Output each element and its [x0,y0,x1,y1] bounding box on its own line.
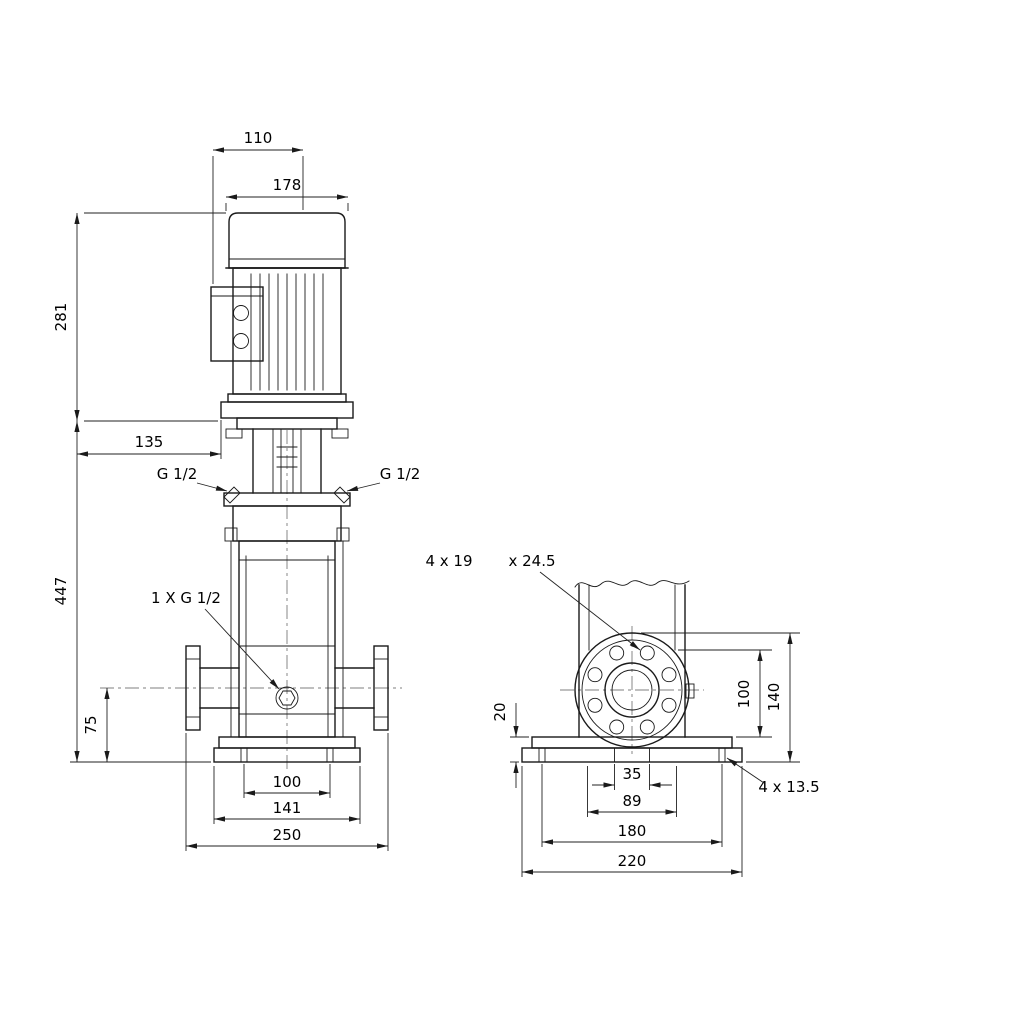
dim-label-180: 180 [618,822,647,840]
side-view-dimensions: 4 x 19 x 24.5 20 100 140 [425,552,820,877]
dim-220: 220 [521,766,743,877]
dim-label-140: 140 [765,683,783,712]
suction-flange-left [185,645,240,731]
dim-label-89: 89 [622,792,641,810]
leader-line [204,608,280,690]
dim-141: 141 [213,766,361,824]
cooling-fins [250,273,324,391]
front-view-dimensions: 110 178 281 447 135 G 1/2 [52,129,420,851]
cable-gland-hole [233,305,249,321]
dim-140: 140 [641,632,800,763]
motor-flange [220,401,354,439]
motor [225,212,349,403]
base-holes-label: 4 x 13.5 [758,778,819,796]
motor-rim [227,393,347,403]
coupling-guard [252,428,322,494]
plug-label-right: G 1/2 [380,465,421,483]
base-plate-front [213,736,361,763]
terminal-box [210,286,264,362]
staybolt-nut [224,527,238,542]
dim-180: 180 [541,764,723,847]
flange-bolt [225,428,243,439]
flange-bolt-holes [587,645,677,735]
flange-bolt [331,428,349,439]
leader-line [539,571,641,651]
dim-75: 75 [82,688,110,762]
dim-447: 447 [52,421,211,763]
drain-label: 1 X G 1/2 [151,589,221,607]
vent-plug-left [223,486,241,504]
dim-20: 20 [491,702,529,788]
dim-label-250: 250 [273,826,302,844]
staybolt-nut [336,527,350,542]
dim-100-side: 100 [678,649,772,738]
dim-label-20: 20 [491,702,509,721]
dim-35: 35 [592,764,672,790]
label-drain: 1 X G 1/2 [151,589,280,690]
side-view [521,580,743,763]
dim-110: 110 [212,129,304,284]
nameplate-tab [685,683,695,699]
cable-gland-hole [233,333,249,349]
dim-label-220: 220 [618,852,647,870]
base-plate-side [521,736,743,763]
dim-label-135: 135 [135,433,164,451]
flange-holes-label: 4 x 19 [425,552,472,570]
dim-label-100-side: 100 [735,680,753,709]
label-flange-holes: 4 x 19 x 24.5 [425,552,641,651]
dim-label-35: 35 [622,765,641,783]
dim-135: 135 [77,420,222,459]
dim-178: 178 [225,176,349,211]
vent-plug-right [333,486,351,504]
dim-label-178: 178 [273,176,302,194]
discharge-flange-right [334,645,389,731]
counterbore-label: x 24.5 [508,552,555,570]
dim-89: 89 [587,766,677,817]
leader-line [726,757,765,784]
leader-line [346,482,381,492]
dim-label-281: 281 [52,303,70,332]
plug-label-left: G 1/2 [157,465,198,483]
label-g12-left: G 1/2 [157,465,228,492]
port-flange-face [574,632,695,748]
label-base-holes: 4 x 13.5 [726,757,820,796]
break-line [574,580,690,588]
dim-100-front: 100 [243,764,331,798]
dim-281: 281 [52,212,226,422]
front-view [100,212,402,770]
motor-cap [228,212,346,269]
drain-plug [275,686,299,710]
dim-250: 250 [185,733,389,851]
dim-label-141: 141 [273,799,302,817]
dim-label-110: 110 [244,129,273,147]
flange-outer-circle [574,632,690,748]
leader-line [196,482,228,492]
flange-bore [604,662,660,718]
dim-label-447: 447 [52,577,70,606]
dim-label-75: 75 [82,715,100,734]
label-g12-right: G 1/2 [346,465,421,492]
dim-label-100: 100 [273,773,302,791]
